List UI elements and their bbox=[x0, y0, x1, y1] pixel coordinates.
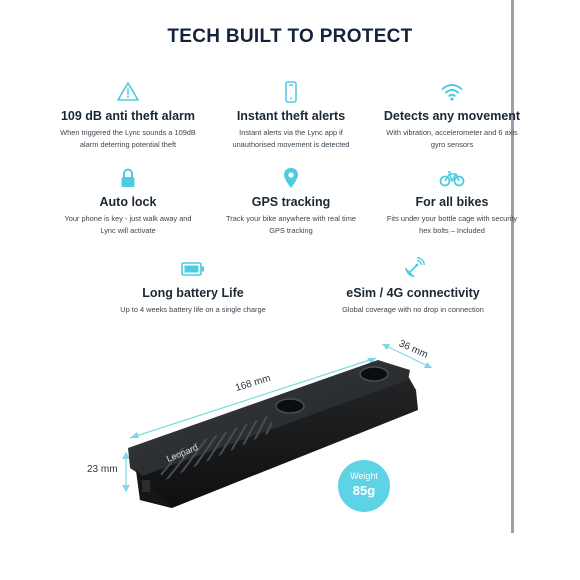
map-pin-icon bbox=[284, 168, 298, 188]
weight-badge: Weight 85g bbox=[338, 460, 390, 512]
width-dimension-arrow bbox=[381, 343, 433, 369]
height-label: 23 mm bbox=[87, 464, 118, 475]
product-illustration: Leopard bbox=[122, 343, 433, 508]
feature-battery: Long battery Life Up to 4 weeks battery … bbox=[73, 257, 313, 316]
feature-title: 109 dB anti theft alarm bbox=[60, 109, 196, 123]
feature-description: Up to 4 weeks battery life on a single c… bbox=[120, 305, 266, 314]
feature-title: Detects any movement bbox=[383, 109, 521, 123]
feature-movement: Detects any movement With vibration, acc… bbox=[357, 80, 547, 151]
device-top-face bbox=[128, 360, 410, 476]
weight-value: 85g bbox=[352, 483, 376, 498]
feature-title: For all bikes bbox=[415, 195, 489, 209]
page-headline: TECH BUILT TO PROTECT bbox=[167, 26, 413, 47]
right-edge-rule bbox=[511, 0, 514, 533]
satellite-dish-icon bbox=[405, 257, 425, 277]
bolt-hole-left bbox=[275, 398, 305, 414]
feature-connectivity: eSim / 4G connectivity Global coverage w… bbox=[293, 257, 533, 316]
device-end-port bbox=[142, 480, 150, 492]
feature-gps: GPS tracking Track your bike anywhere wi… bbox=[196, 166, 386, 237]
battery-icon bbox=[181, 262, 204, 276]
bolt-hole-right bbox=[359, 366, 389, 382]
feature-all-bikes: For all bikes Fits under your bottle cag… bbox=[357, 166, 547, 237]
feature-title: Long battery Life bbox=[142, 286, 244, 300]
length-dimension-arrow bbox=[129, 357, 377, 439]
feature-description: Fits under your bottle cage with securit… bbox=[386, 214, 518, 235]
feature-title: Instant theft alerts bbox=[236, 109, 346, 123]
feature-title: Auto lock bbox=[99, 195, 157, 209]
feature-description: Global coverage with no drop in connecti… bbox=[342, 305, 484, 314]
device-side-face bbox=[136, 376, 418, 508]
feature-auto-lock: Auto lock Your phone is key - just walk … bbox=[33, 166, 223, 237]
smartphone-icon bbox=[285, 81, 297, 103]
weight-label: Weight bbox=[350, 471, 378, 481]
wifi-signal-icon bbox=[441, 84, 463, 101]
warning-triangle-icon bbox=[117, 82, 139, 101]
feature-title: eSim / 4G connectivity bbox=[346, 286, 480, 300]
feature-alarm: 109 dB anti theft alarm When triggered t… bbox=[33, 80, 223, 151]
feature-title: GPS tracking bbox=[251, 195, 331, 209]
bicycle-icon bbox=[439, 171, 465, 187]
padlock-icon bbox=[121, 168, 135, 187]
feature-description: With vibration, accelerometer and 6 axis… bbox=[386, 128, 518, 149]
feature-alerts: Instant theft alerts Instant alerts via … bbox=[196, 80, 386, 151]
